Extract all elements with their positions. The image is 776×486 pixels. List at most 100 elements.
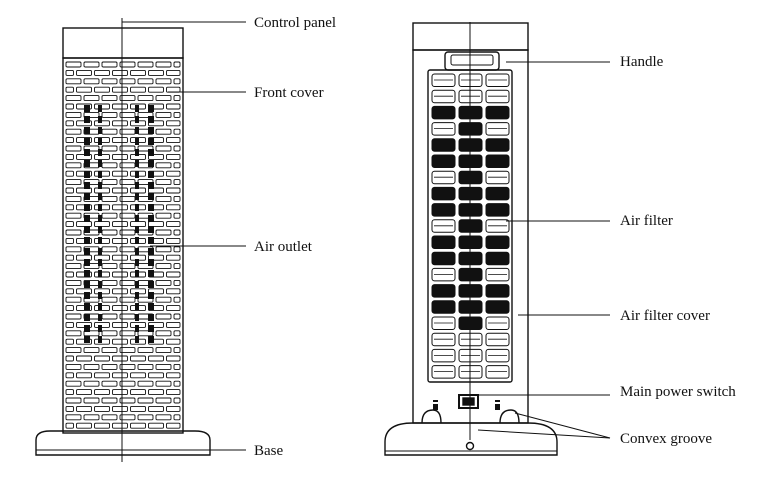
grille-slot bbox=[155, 229, 172, 236]
grille-slot bbox=[65, 313, 82, 320]
grille-slot bbox=[166, 405, 181, 412]
grille-slot bbox=[65, 330, 82, 337]
power-switch-shape bbox=[458, 394, 479, 409]
filter-cell bbox=[485, 73, 510, 87]
grille-slot bbox=[112, 389, 128, 396]
grille-slot bbox=[112, 187, 128, 194]
grille-slot bbox=[166, 321, 181, 328]
callout-base: Base bbox=[254, 443, 284, 459]
filter-cell bbox=[431, 348, 456, 363]
grille-slot bbox=[94, 86, 110, 93]
callout-air-outlet: Air outlet bbox=[254, 239, 312, 255]
grille-slot bbox=[166, 422, 181, 429]
filter-cell bbox=[485, 316, 510, 330]
outlet-vane bbox=[148, 193, 154, 200]
outlet-vane bbox=[148, 171, 154, 178]
outlet-vane bbox=[135, 325, 139, 332]
callout-front-cover: Front cover bbox=[254, 85, 324, 101]
grille-slot bbox=[166, 120, 181, 127]
grille-slot bbox=[137, 414, 154, 421]
outlet-vane bbox=[98, 237, 102, 244]
grille-slot bbox=[148, 288, 164, 295]
grille-slot bbox=[119, 380, 136, 387]
outlet-vane bbox=[84, 248, 90, 255]
filter-cell bbox=[485, 348, 510, 363]
grille-slot bbox=[112, 153, 128, 160]
grille-slot bbox=[83, 397, 100, 404]
filter-cell bbox=[485, 186, 510, 201]
filter-cell bbox=[485, 300, 510, 314]
outlet-vane bbox=[148, 259, 154, 266]
grille-slot bbox=[119, 111, 136, 118]
grille-slot bbox=[166, 170, 181, 177]
filter-cell bbox=[431, 251, 456, 266]
outlet-vane bbox=[98, 259, 102, 266]
grille-slot bbox=[137, 347, 154, 354]
grille-slot bbox=[65, 321, 74, 328]
filter-cell bbox=[431, 154, 456, 168]
grille-slot bbox=[65, 212, 82, 219]
grille-slot bbox=[101, 229, 118, 236]
outlet-vane bbox=[135, 270, 139, 277]
grille-slot bbox=[94, 221, 110, 228]
grille-slot bbox=[101, 128, 118, 135]
grille-slot bbox=[155, 414, 172, 421]
grille-slot bbox=[65, 195, 82, 202]
grille-slot bbox=[101, 61, 118, 68]
outlet-vane bbox=[148, 138, 154, 145]
filter-cell bbox=[485, 154, 510, 168]
grille-slot bbox=[155, 78, 172, 85]
filter-cell bbox=[431, 89, 456, 104]
outlet-vane bbox=[148, 325, 154, 332]
grille-slot bbox=[166, 389, 181, 396]
grille-slot bbox=[112, 305, 128, 312]
grille-slot bbox=[65, 246, 82, 253]
grille-slot bbox=[119, 95, 136, 102]
grille-slot bbox=[112, 422, 128, 429]
grille-slot bbox=[76, 422, 92, 429]
filter-cell bbox=[485, 219, 510, 233]
grille-slot bbox=[65, 397, 82, 404]
grille-slot bbox=[119, 145, 136, 152]
grille-slot bbox=[173, 111, 181, 118]
grille-slot bbox=[148, 120, 164, 127]
grille-slot bbox=[76, 372, 92, 379]
grille-slot bbox=[101, 363, 118, 370]
grille-slot bbox=[94, 355, 110, 362]
grille-slot bbox=[112, 271, 128, 278]
grille-slot bbox=[155, 195, 172, 202]
grille-slot bbox=[119, 61, 136, 68]
grille-slot bbox=[173, 78, 181, 85]
grille-slot bbox=[173, 195, 181, 202]
grille-slot bbox=[65, 237, 74, 244]
back-unit bbox=[384, 22, 558, 456]
grille-slot bbox=[65, 389, 74, 396]
grille-slot bbox=[155, 347, 172, 354]
filter-cell bbox=[431, 138, 456, 152]
outlet-vane bbox=[135, 182, 139, 189]
grille-slot bbox=[155, 313, 172, 320]
grille-slot bbox=[65, 162, 82, 169]
grille-slot bbox=[148, 69, 164, 76]
grille-slot bbox=[137, 111, 154, 118]
leader-convex-groove-1 bbox=[514, 412, 611, 439]
grille-slot bbox=[65, 170, 74, 177]
grille-slot bbox=[83, 414, 100, 421]
outlet-vane bbox=[135, 116, 139, 123]
leader-convex-groove-2 bbox=[477, 429, 611, 439]
grille-slot bbox=[101, 279, 118, 286]
grille-slot bbox=[65, 137, 74, 144]
grille-slot bbox=[119, 263, 136, 270]
grille-slot bbox=[94, 389, 110, 396]
grille-slot bbox=[101, 145, 118, 152]
grille-slot bbox=[83, 78, 100, 85]
grille-slot bbox=[166, 288, 181, 295]
callout-convex-groove: Convex groove bbox=[620, 431, 713, 447]
grille-slot bbox=[155, 363, 172, 370]
grille-slot bbox=[83, 380, 100, 387]
grille-slot bbox=[155, 397, 172, 404]
grille-slot bbox=[130, 372, 146, 379]
filter-cell bbox=[485, 332, 510, 347]
front-control-panel-shape bbox=[62, 27, 184, 59]
filter-cell bbox=[485, 235, 510, 249]
